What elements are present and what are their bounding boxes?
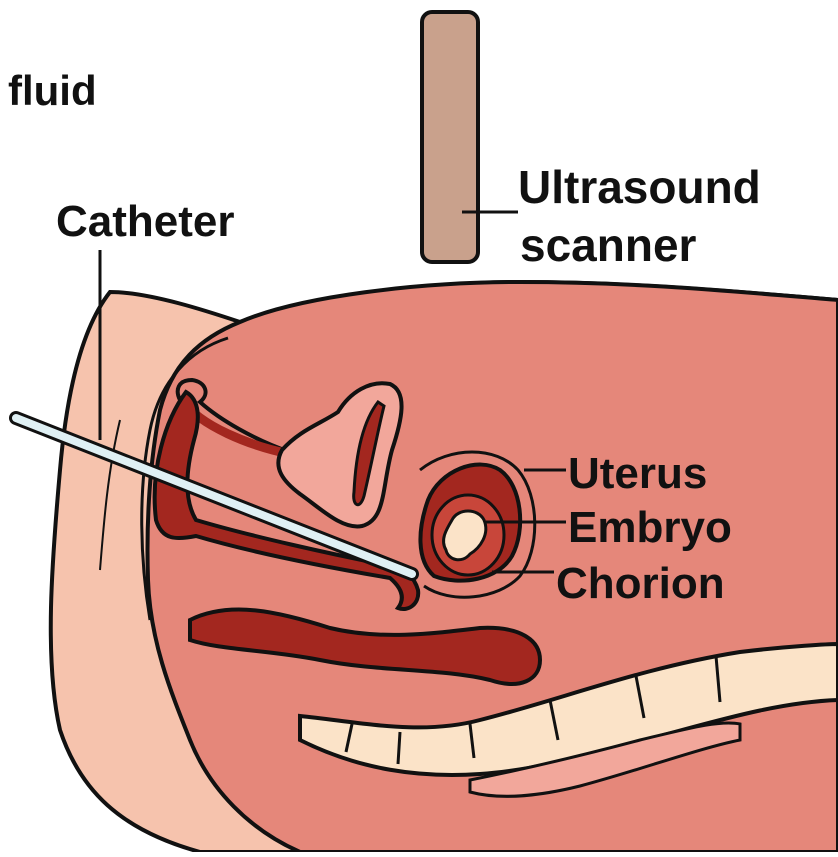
- label-embryo: Embryo: [568, 506, 732, 550]
- label-catheter: Catheter: [56, 200, 235, 244]
- label-ultrasound-line1: Ultrasound: [518, 164, 761, 210]
- label-fluid: fluid: [8, 70, 97, 112]
- label-ultrasound-line2: scanner: [520, 222, 696, 268]
- label-uterus: Uterus: [568, 452, 707, 496]
- ultrasound-probe: [422, 12, 478, 262]
- label-chorion: Chorion: [556, 562, 725, 606]
